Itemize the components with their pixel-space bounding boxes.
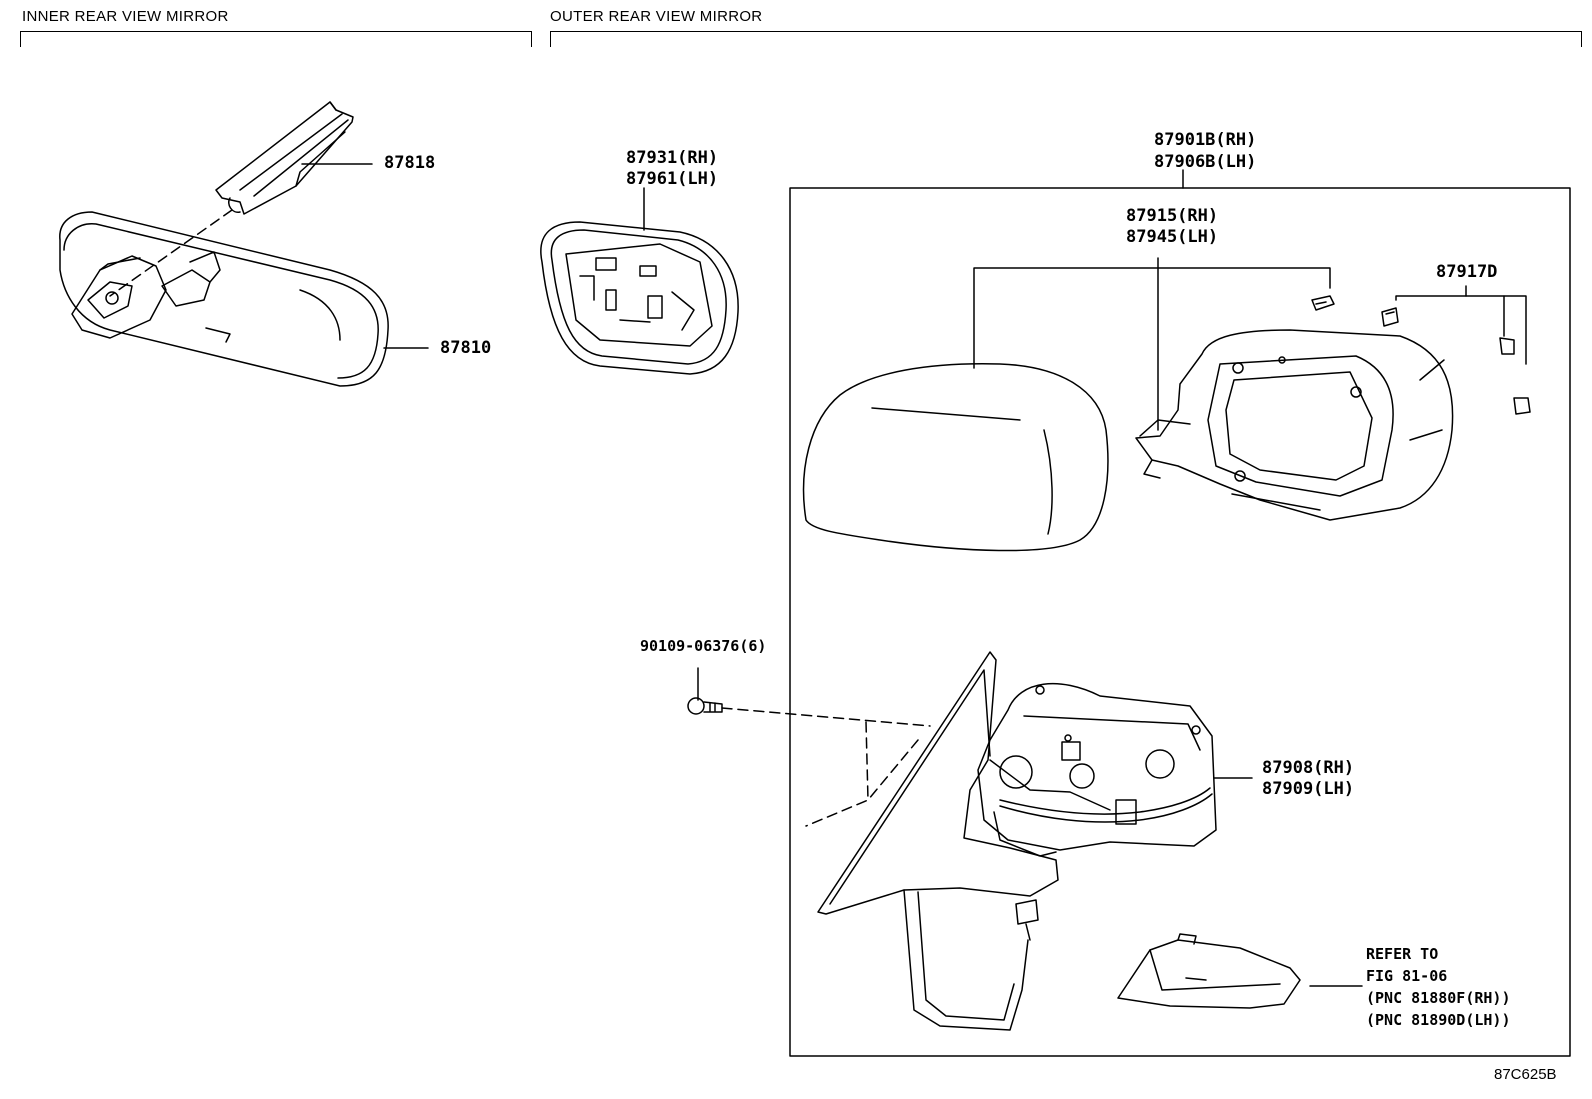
mirror-glass-87931 <box>540 221 739 375</box>
outer-mirror-assembly-box <box>789 187 1571 1057</box>
label-87961-lh: 87961(LH) <box>626 169 719 189</box>
leader-87915-cover <box>973 267 1331 369</box>
bolt-90109 <box>687 697 723 715</box>
refer-line-1: REFER TO <box>1366 945 1439 963</box>
inner-mirror-bracket-87818 <box>215 101 354 215</box>
label-87909-lh: 87909(LH) <box>1262 779 1355 799</box>
base-dashed-guide-2 <box>867 739 919 801</box>
bolt-dashed-leader <box>721 707 931 727</box>
label-87818: 87818 <box>384 153 436 173</box>
label-87810: 87810 <box>440 338 492 358</box>
screw-87915 <box>1311 295 1335 311</box>
inner-mirror-87810 <box>59 211 389 387</box>
refer-line-2: FIG 81-06 <box>1366 967 1448 985</box>
outer-mirror-section-title: OUTER REAR VIEW MIRROR <box>550 8 763 25</box>
base-dashed-guide <box>805 721 869 827</box>
label-87915-rh: 87915(RH) <box>1126 206 1219 226</box>
refer-line-4: (PNC 81890D(LH)) <box>1366 1011 1511 1029</box>
label-87931-rh: 87931(RH) <box>626 148 719 168</box>
leader-87917d-right <box>1395 295 1527 365</box>
refer-line-3: (PNC 81880F(RH)) <box>1366 989 1511 1007</box>
outer-section-bracket <box>550 31 1582 47</box>
label-87945-lh: 87945(LH) <box>1126 227 1219 247</box>
label-87908-rh: 87908(RH) <box>1262 758 1355 778</box>
label-87917d: 87917D <box>1436 262 1498 282</box>
inner-mirror-dashed-leader <box>109 209 233 297</box>
clip-87917d-1 <box>1381 307 1399 327</box>
clip-87917d-3 <box>1513 397 1531 415</box>
connector-plug <box>1015 899 1039 941</box>
clip-87917d-2 <box>1499 337 1515 355</box>
label-90109: 90109-06376(6) <box>640 637 767 655</box>
figure-code: 87C625B <box>1494 1066 1557 1083</box>
label-87901b-rh: 87901B(RH) <box>1154 130 1257 150</box>
mirror-cover-87915 <box>802 363 1109 552</box>
inner-section-bracket <box>20 31 532 47</box>
inner-mirror-section-title: INNER REAR VIEW MIRROR <box>22 8 229 25</box>
mirror-housing-frame <box>1135 329 1454 521</box>
mirror-base-frame <box>817 651 1059 1031</box>
mirror-actuator-87908 <box>977 683 1217 857</box>
label-87906b-lh: 87906B(LH) <box>1154 152 1257 172</box>
turn-signal-lamp <box>1117 933 1301 1009</box>
